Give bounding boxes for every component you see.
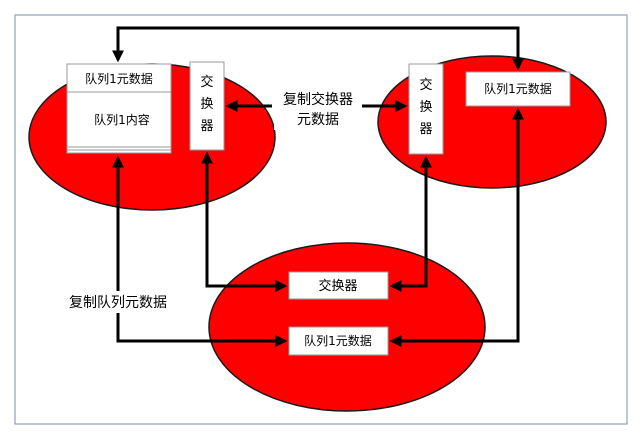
- bottom-exchange-label: 交换器: [318, 278, 357, 294]
- queue-copy-label: 复制队列元数据: [69, 294, 167, 311]
- exchange-copy-label-line-2: 元数据: [297, 112, 339, 128]
- right-queue-meta-label: 队列1元数据: [484, 81, 552, 96]
- edge-left-queue-bottom: [112, 155, 288, 347]
- right-exchange-box: 交 换 器: [408, 63, 444, 155]
- right-exchange-char-1: 交: [419, 77, 432, 93]
- left-queue-box: 队列1元数据 队列1内容: [66, 63, 172, 154]
- right-exchange-char-3: 器: [419, 122, 432, 137]
- left-exchange-char-3: 器: [200, 119, 213, 134]
- right-exchange-char-2: 换: [419, 100, 432, 115]
- bottom-queue-box: 队列1元数据: [288, 326, 389, 356]
- left-queue-meta-label: 队列1元数据: [85, 71, 153, 86]
- left-exchange-char-2: 换: [200, 97, 213, 112]
- queue-copy-label-bg: [58, 291, 178, 313]
- exchange-copy-label-line-1: 复制交换器: [283, 91, 353, 108]
- edge-right-queue-bottom: [389, 107, 524, 347]
- right-queue-box: 队列1元数据: [465, 71, 571, 107]
- exchange-copy-label-bg: [274, 86, 362, 130]
- left-exchange-box: 交 换 器: [189, 61, 225, 151]
- bottom-exchange-box: 交换器: [288, 271, 389, 300]
- edges: [112, 26, 524, 347]
- edge-queue-top-loop: [112, 26, 524, 71]
- bottom-queue-meta-label: 队列1元数据: [304, 333, 372, 348]
- left-exchange-char-1: 交: [200, 74, 213, 90]
- left-queue-content-label: 队列1内容: [94, 112, 150, 127]
